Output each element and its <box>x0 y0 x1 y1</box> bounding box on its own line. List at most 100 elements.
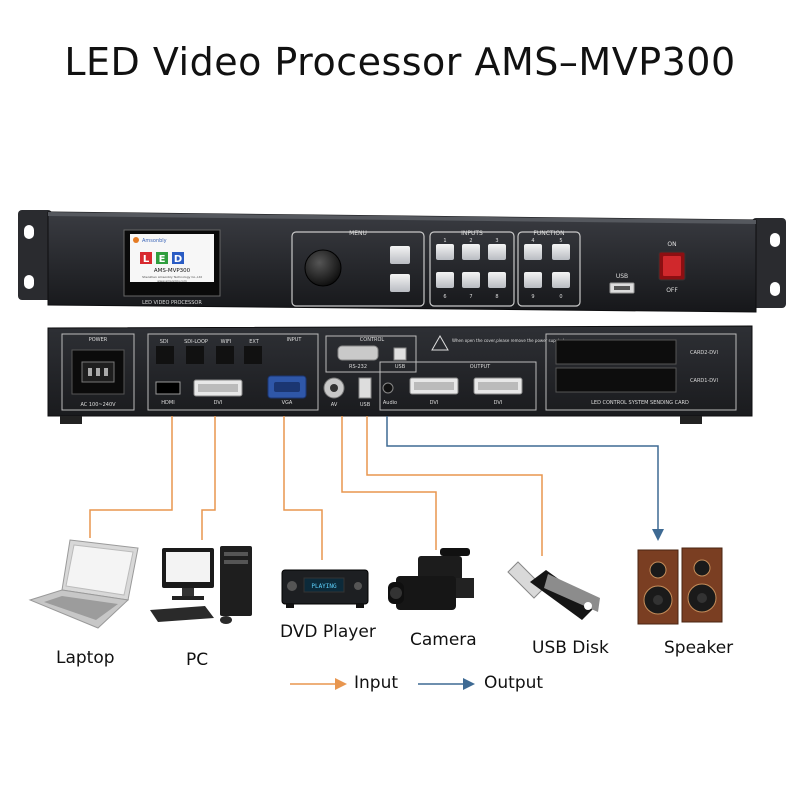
function-button-0[interactable] <box>552 272 570 288</box>
page-title: LED Video Processor AMS–MVP300 <box>64 40 736 84</box>
power-inlet[interactable] <box>71 349 125 395</box>
switch-on-label: ON <box>667 241 676 248</box>
input-buttons <box>436 244 506 288</box>
function-num-4: 4 <box>531 238 534 244</box>
input-num-8: 8 <box>495 294 498 300</box>
legend-input-label: Input <box>354 673 399 693</box>
audio-port[interactable] <box>382 382 394 394</box>
lcd-brand: Amsonbly <box>142 238 167 244</box>
rs232-port[interactable] <box>337 345 379 361</box>
legend-output-label: Output <box>484 673 544 693</box>
function-label: FUNCTION <box>533 230 564 237</box>
device-caption-camera: Camera <box>410 630 477 650</box>
dvi-out2-label: DVI <box>494 400 503 406</box>
input-button-6[interactable] <box>436 272 454 288</box>
line-pc <box>201 416 216 540</box>
line-laptop <box>89 416 173 538</box>
card1-slot <box>555 367 677 393</box>
card1-label: CARD1-DVI <box>690 378 718 384</box>
vga-label: VGA <box>282 400 293 406</box>
device-caption-pc: PC <box>186 650 209 670</box>
power-rating: AC 100~240V <box>80 402 116 408</box>
card-caption: LED CONTROL SYSTEM SENDING CARD <box>591 400 689 406</box>
input-group <box>147 333 319 411</box>
input-num-2: 2 <box>469 238 472 244</box>
dvd-player-icon <box>281 569 369 608</box>
hdmi-label: HDMI <box>161 400 174 406</box>
device-caption-dvd-player: DVD Player <box>280 622 376 642</box>
input-num-3: 3 <box>495 238 498 244</box>
sending-card-area <box>545 333 737 411</box>
dvi-out1-label: DVI <box>430 400 439 406</box>
menu-up-button[interactable] <box>390 246 410 264</box>
device-caption-laptop: Laptop <box>56 648 115 668</box>
line-camera <box>341 416 437 550</box>
control-label: CONTROL <box>360 337 385 343</box>
ext-label: EXT <box>249 339 259 345</box>
rear-panel: POWER AC 100~240V INPUT SDI SDI-LOOP WIF… <box>47 325 753 424</box>
speaker-icon <box>637 547 723 625</box>
menu-knob[interactable] <box>304 249 342 287</box>
lcd-letter-d: D <box>174 254 182 265</box>
input-button-7[interactable] <box>462 272 480 288</box>
control-usb-port[interactable] <box>393 347 407 361</box>
front-panel: Amsonbly L E D AMS-MVP300 Shenzhen Amson… <box>18 210 786 313</box>
device-caption-usb-disk: USB Disk <box>532 638 609 658</box>
pc-icon <box>150 546 252 624</box>
card2-label: CARD2-DVI <box>690 350 718 356</box>
dvi-in-label: DVI <box>214 400 223 406</box>
input-button-8[interactable] <box>488 272 506 288</box>
inputs-label: INPUTS <box>461 230 483 237</box>
menu-label: MENU <box>349 230 367 237</box>
output-label: OUTPUT <box>470 364 491 370</box>
function-num-5: 5 <box>559 238 562 244</box>
input-num-6: 6 <box>443 294 446 300</box>
right-rack-ear <box>752 218 786 308</box>
sdi-loop-label: SDI-LOOP <box>184 339 208 345</box>
input-button-2[interactable] <box>462 244 480 260</box>
lcd-letter-l: L <box>143 254 150 265</box>
rs232-label: RS-232 <box>349 364 367 370</box>
line-dvd <box>283 416 323 560</box>
menu-down-button[interactable] <box>390 274 410 292</box>
input-button-3[interactable] <box>488 244 506 260</box>
hdmi-port[interactable] <box>155 381 181 395</box>
power-label: POWER <box>89 337 108 343</box>
lcd-website: www.amsonbly.com <box>157 279 187 283</box>
audio-label: Audio <box>383 400 397 406</box>
usb-disk-icon <box>507 561 600 620</box>
line-speaker <box>386 416 664 541</box>
power-box <box>61 333 135 411</box>
menu-section <box>291 231 425 307</box>
switch-off-label: OFF <box>666 287 678 294</box>
lcd-company: Shenzhen Amsonbly Technology Co.,Ltd <box>142 275 202 279</box>
control-usb-label: USB <box>395 364 406 370</box>
function-button-9[interactable] <box>524 272 542 288</box>
input-num-1: 1 <box>443 238 446 244</box>
warning-text: When open the cover,please remove the po… <box>452 338 565 343</box>
lcd-letter-e: E <box>159 254 166 265</box>
inputs-section <box>429 231 515 307</box>
card2-slot <box>555 339 677 365</box>
function-section <box>517 231 581 307</box>
camera-icon <box>388 548 474 610</box>
sdi-label: SDI <box>160 339 169 345</box>
wifi-label: WIFI <box>221 339 232 345</box>
front-caption: LED VIDEO PROCESSOR <box>142 300 202 306</box>
input-button-1[interactable] <box>436 244 454 260</box>
function-num-0: 0 <box>559 294 562 300</box>
lcd-model: AMS-MVP300 <box>154 268 191 274</box>
output-group <box>379 361 537 411</box>
usb-in-label: USB <box>360 402 371 408</box>
device-caption-speaker: Speaker <box>664 638 734 658</box>
function-num-9: 9 <box>531 294 534 300</box>
function-button-4[interactable] <box>524 244 542 260</box>
dvd-display-text: PLAYING <box>311 583 337 590</box>
input-num-7: 7 <box>469 294 472 300</box>
usb-in-port[interactable] <box>358 377 372 399</box>
rear-input-label: INPUT <box>287 337 303 343</box>
front-usb-label: USB <box>616 273 628 280</box>
line-usb-disk <box>366 416 543 556</box>
function-button-5[interactable] <box>552 244 570 260</box>
